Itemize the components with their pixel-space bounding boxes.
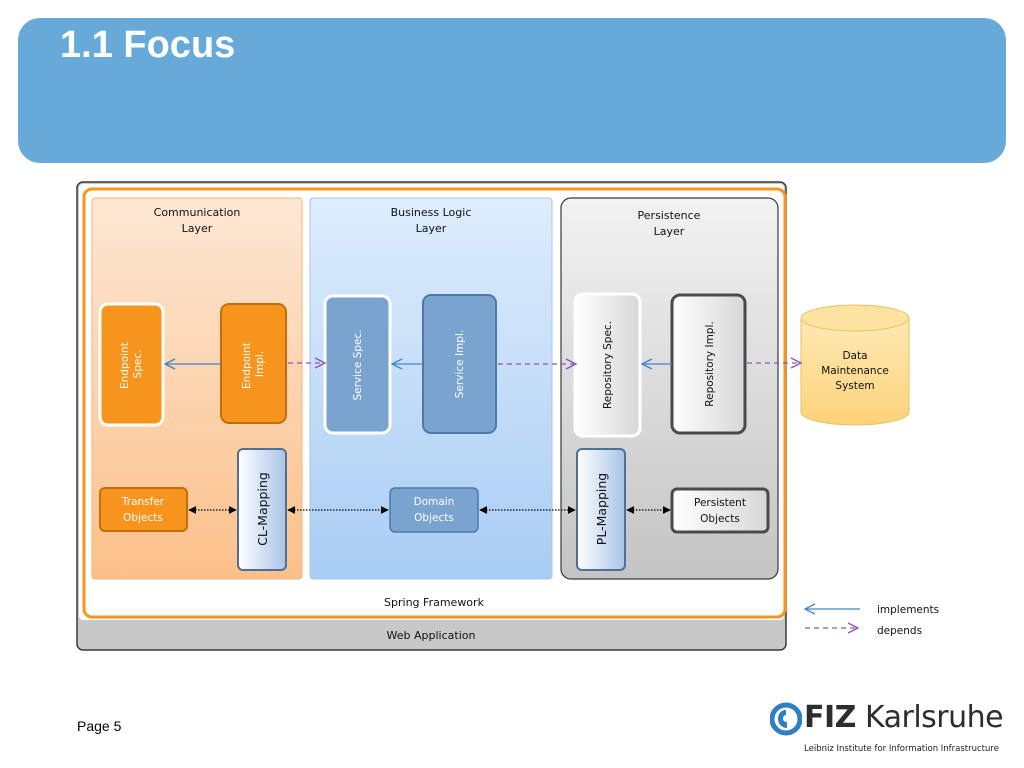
slide-title: 1.1 Focus xyxy=(60,24,236,66)
endpoint-spec-box: Endpoint Spec. xyxy=(98,302,165,427)
persistence-layer-title-2: Layer xyxy=(654,225,685,238)
communication-layer-title-2: Layer xyxy=(182,222,213,235)
data-maintenance-system-cylinder: Data Maintenance System xyxy=(800,304,910,426)
service-impl-label: Service Impl. xyxy=(454,330,466,398)
pl-mapping-box: PL-Mapping xyxy=(576,448,626,571)
pl-mapping-label: PL-Mapping xyxy=(594,473,609,545)
service-spec-label: Service Spec. xyxy=(352,329,364,400)
persistent-objects-line2: Objects xyxy=(700,513,740,525)
business-layer-title-1: Business Logic xyxy=(391,206,472,219)
service-impl-box: Service Impl. xyxy=(422,294,497,434)
logo-name: Karlsruhe xyxy=(864,700,1004,735)
data-maintenance-line3: System xyxy=(835,380,874,392)
legend: implements depends xyxy=(805,604,939,637)
fiz-logo-icon xyxy=(770,702,802,736)
web-application-label: Web Application xyxy=(387,629,476,642)
transfer-objects-line2: Objects xyxy=(123,512,163,524)
repository-spec-box: Repository Spec. xyxy=(573,292,642,438)
page-number: Page 5 xyxy=(77,718,122,734)
repository-spec-label: Repository Spec. xyxy=(602,321,614,409)
service-spec-box: Service Spec. xyxy=(323,294,392,435)
spring-framework-label: Spring Framework xyxy=(384,596,485,609)
svg-text:Endpoint Spec.: Endpoint Spec. xyxy=(119,339,144,389)
persistence-layer-title-1: Persistence xyxy=(638,209,701,222)
business-layer-title-2: Layer xyxy=(416,222,447,235)
domain-objects-line1: Domain xyxy=(414,496,455,508)
title-banner xyxy=(18,18,1006,163)
domain-objects-line2: Objects xyxy=(414,512,454,524)
fiz-karlsruhe-logo: FIZ Karlsruhe Leibniz Institute for Info… xyxy=(770,700,1004,760)
legend-depends-label: depends xyxy=(877,625,922,637)
repository-impl-box: Repository Impl. xyxy=(670,293,747,435)
endpoint-spec-line1: Endpoint xyxy=(119,342,131,389)
svg-text:Endpoint Impl.: Endpoint Impl. xyxy=(241,339,266,389)
endpoint-impl-line1: Endpoint xyxy=(241,342,253,389)
persistent-objects-line1: Persistent xyxy=(694,497,746,509)
transfer-objects-line1: Transfer xyxy=(121,496,165,508)
transfer-objects-box: Transfer Objects xyxy=(99,487,188,532)
logo-brand: FIZ xyxy=(804,700,856,735)
endpoint-spec-line2: Spec. xyxy=(132,350,144,379)
communication-layer-title-1: Communication xyxy=(154,206,241,219)
endpoint-impl-box: Endpoint Impl. xyxy=(220,303,287,424)
persistent-objects-box: Persistent Objects xyxy=(670,487,770,534)
cl-mapping-label: CL-Mapping xyxy=(255,472,270,546)
repository-impl-label: Repository Impl. xyxy=(704,321,716,406)
logo-subtitle: Leibniz Institute for Information Infras… xyxy=(804,744,999,754)
endpoint-impl-line2: Impl. xyxy=(254,351,266,377)
domain-objects-box: Domain Objects xyxy=(389,487,479,533)
data-maintenance-line1: Data xyxy=(842,350,867,362)
legend-implements-label: implements xyxy=(877,604,939,616)
cl-mapping-box: CL-Mapping xyxy=(237,448,287,571)
data-maintenance-line2: Maintenance xyxy=(821,365,889,377)
